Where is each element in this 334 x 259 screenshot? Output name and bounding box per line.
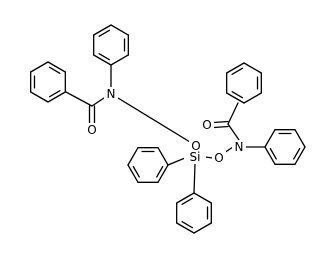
ring-benzoyl2-bond-0 (226, 92, 245, 104)
ring-si-phenyl1-bond-3 (127, 147, 139, 166)
atom-n1-label: N (107, 87, 116, 101)
atom-o-carbonyl2: O (200, 118, 214, 132)
atom-o-link1: O (189, 139, 203, 153)
atom-si: Si (184, 150, 206, 164)
ring-si-phenyl2-bond-3 (193, 192, 212, 204)
ring-benzoyl2-bond-2 (226, 62, 245, 74)
ring-benzoyl2-bond-3 (243, 62, 262, 74)
bond-c1-n1 (91, 97, 105, 107)
bond-n2-c2 (227, 123, 240, 141)
ring-si-phenyl2-bond-0 (176, 222, 195, 234)
ring-benzoyl2-inner-2 (231, 67, 244, 75)
ring-benzoyl1-inner-4 (48, 66, 61, 74)
ring-benzoyl2-bond-5 (243, 92, 262, 104)
ring-si-phenyl1-inner-2 (132, 165, 140, 178)
atom-n2: N (232, 140, 246, 154)
bond-si-phenyl2 (193, 163, 196, 194)
atom-n1: N (104, 87, 118, 101)
ring-si-phenyl2-inner-0 (181, 221, 194, 229)
bond-n1-olink1 (117, 97, 191, 143)
atom-o-link2-label: O (214, 151, 223, 165)
atom-n2-label: N (235, 140, 244, 154)
ring-si-phenyl1-bond-0 (157, 164, 169, 183)
ring-benzoyl1-inner-0 (48, 90, 61, 98)
bond-c2-o-a (213, 120, 229, 124)
ring-n1-phenyl-bond-3 (110, 24, 129, 36)
ring-si-phenyl1-inner-0 (156, 165, 164, 178)
atom-o-link2: O (212, 151, 226, 165)
ring-n2-phenyl-bond-2 (264, 146, 276, 165)
ring-n2-phenyl-inner-2 (269, 147, 277, 160)
ring-n2-phenyl-bond-0 (294, 146, 306, 165)
ring-si-phenyl1-bond-2 (127, 164, 139, 183)
ring-si-phenyl2-inner-2 (181, 197, 194, 205)
ring-n2-phenyl-inner-0 (293, 147, 301, 160)
atom-si-label: Si (190, 150, 201, 164)
ring-n1-phenyl-bond-2 (93, 24, 112, 36)
ring-n2-phenyl-bond-5 (294, 129, 306, 148)
atom-o-link1-label: O (191, 139, 200, 153)
ring-si-phenyl2-bond-2 (176, 192, 195, 204)
ring-benzoyl2-inner-0 (231, 91, 244, 99)
atom-o-carbonyl1: O (85, 123, 99, 137)
ring-n1-phenyl-bond-5 (110, 54, 129, 66)
bond-layer (30, 24, 306, 234)
bond-c2-o-b (213, 125, 229, 129)
atom-o-carbonyl2-label: O (202, 118, 211, 132)
ring-benzoyl1-bond-1 (30, 91, 49, 103)
ring-n1-phenyl-inner-0 (98, 53, 111, 61)
ring-n1-phenyl-inner-2 (98, 29, 111, 37)
ring-si-phenyl2-bond-5 (193, 222, 212, 234)
ring-benzoyl1-bond-4 (47, 61, 66, 73)
bond-si-phenyl1 (167, 157, 186, 166)
bond-c2-ring (227, 102, 239, 125)
ring-si-phenyl1-bond-5 (157, 147, 169, 166)
ring-n1-phenyl-bond-0 (93, 54, 112, 66)
atom-o-carbonyl1-label: O (87, 123, 96, 137)
bond-ring-c1 (65, 91, 93, 107)
ring-benzoyl1-bond-0 (47, 91, 66, 103)
ring-benzoyl1-bond-3 (30, 61, 49, 73)
atom-label-layer: N O O Si O N O (85, 87, 246, 165)
ring-n2-phenyl-bond-3 (264, 129, 276, 148)
bond-si-olink2 (204, 156, 214, 159)
